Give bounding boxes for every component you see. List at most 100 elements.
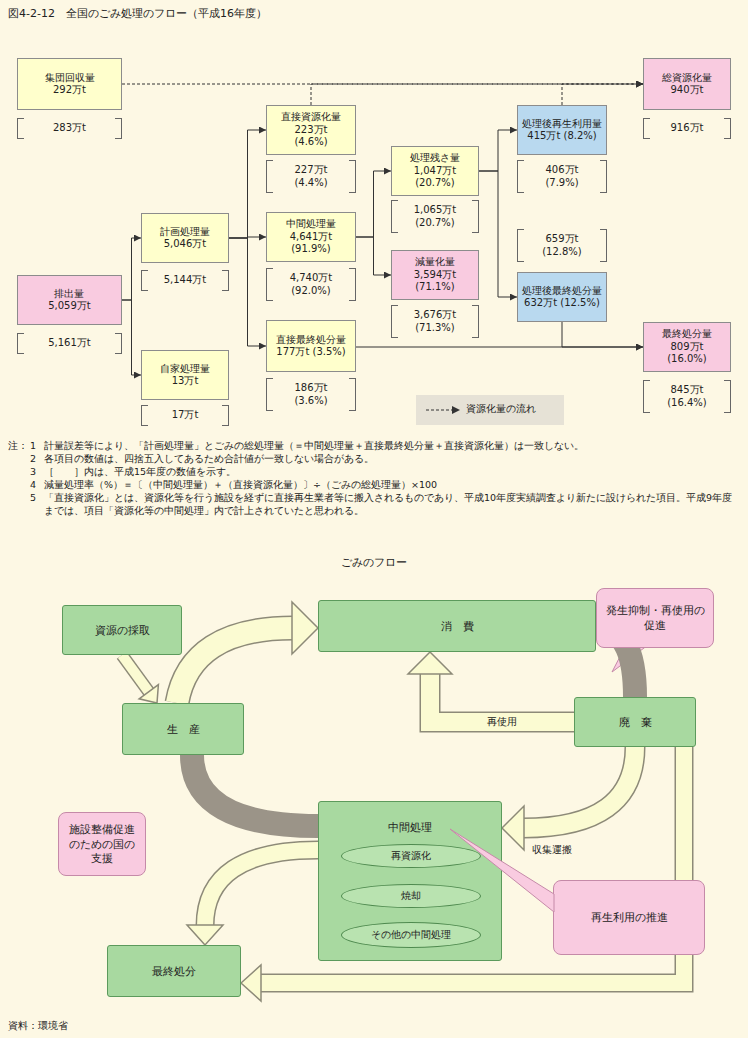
process-oval: 焼却	[341, 884, 481, 908]
process-box: 消 費	[318, 600, 596, 652]
previous-year-value: 5,144万t	[164, 274, 207, 287]
connector	[479, 171, 517, 297]
quantity-box: 自家処理量 13万t	[141, 350, 229, 400]
node-text: 再資源化	[391, 849, 431, 863]
connector	[229, 130, 266, 238]
node-text: 廃 棄	[619, 715, 652, 730]
callout-box: 施設整備促進のための国の支援	[58, 812, 146, 876]
flow-node: 中間処理量 4,641万t (91.9%)4,740万t (92.0%)	[266, 212, 356, 262]
note-text: 減量処理率（%）＝〔（中間処理量）＋（直接資源化量）〕÷（ごみの総処理量）×10…	[44, 479, 740, 492]
connector	[356, 237, 391, 275]
process-oval: その他の中間処理	[341, 922, 481, 948]
note-text: 計量誤差等により、「計画処理量」とごみの総処理量（＝中間処理量＋直接最終処分量＋…	[44, 440, 740, 453]
previous-year-value: 5,161万t	[48, 337, 91, 350]
previous-year-value: 186万t (3.6%)	[294, 382, 327, 407]
flow-arrow	[122, 655, 158, 703]
flow-arrow	[241, 747, 684, 1001]
node-text: その他の中間処理	[371, 928, 451, 942]
process-box: 最終処分	[107, 945, 241, 997]
previous-year-bracket: 1,065万t (20.7%)	[391, 200, 479, 233]
quantity-box: 集団回収量 292万t	[17, 58, 122, 110]
quantity-box: 処理残さ量 1,047万t (20.7%)	[391, 146, 479, 196]
connector	[122, 300, 141, 375]
node-text: 生 産	[167, 722, 200, 737]
flow-node: 減量化量 3,594万t (71.1%)3,676万t (71.3%)	[391, 250, 479, 300]
quantity-box: 処理後最終処分量 632万t (12.5%)	[517, 272, 607, 322]
previous-year-bracket: 283万t	[17, 118, 122, 139]
previous-year-value: 4,740万t (92.0%)	[290, 272, 333, 297]
previous-year-value: 845万t (16.4%)	[667, 384, 707, 409]
quantity-text: 処理後最終処分量 632万t (12.5%)	[522, 285, 602, 310]
previous-year-bracket: 5,144万t	[141, 270, 229, 291]
flow-arrow	[408, 652, 574, 722]
previous-year-value: 3,676万t (71.3%)	[414, 309, 457, 334]
process-box: 資源の採取	[62, 605, 182, 655]
previous-year-bracket: 659万t (12.8%)	[517, 229, 607, 262]
node-text: 再生利用の推進	[591, 910, 668, 925]
quantity-box: 直接資源化量 223万t (4.6%)	[266, 105, 356, 155]
previous-year-value: 659万t (12.8%)	[542, 233, 582, 258]
legend-text: 資源化量の流れ	[466, 403, 536, 416]
quantity-text: 直接最終処分量 177万t (3.5%)	[276, 334, 346, 359]
quantity-text: 計画処理量 5,046万t	[160, 226, 210, 251]
flow-node: 計画処理量 5,046万t5,144万t	[141, 213, 229, 263]
source-note: 資料：環境省	[8, 1020, 208, 1033]
quantity-box: 減量化量 3,594万t (71.1%)	[391, 250, 479, 300]
flow-node: 直接最終処分量 177万t (3.5%)186万t (3.6%)	[266, 320, 356, 372]
flow-arrow	[502, 747, 635, 850]
quantity-box: 中間処理量 4,641万t (91.9%)	[266, 212, 356, 262]
flow-arrow	[192, 755, 318, 826]
quantity-text: 中間処理量 4,641万t (91.9%)	[286, 218, 336, 256]
node-text: 資源の採取	[95, 623, 150, 638]
note-text: 5	[30, 492, 36, 505]
previous-year-value: 1,065万t (20.7%)	[414, 204, 457, 229]
previous-year-value: 406万t (7.9%)	[545, 164, 578, 189]
quantity-box: 最終処分量 809万t (16.0%)	[643, 322, 731, 372]
note-text: 各項目の数値は、四捨五入してあるため合計値が一致しない場合がある。	[44, 453, 740, 466]
legend-box: 資源化量の流れ	[416, 395, 564, 425]
quantity-text: 排出量 5,059万t	[48, 288, 91, 313]
callout-box: 発生抑制・再使用の促進	[596, 588, 714, 648]
previous-year-bracket: 227万t (4.4%)	[266, 160, 356, 193]
connector	[479, 130, 517, 171]
connector	[122, 238, 141, 300]
quantity-text: 集団回収量 292万t	[45, 72, 95, 97]
flow-arrow	[177, 602, 318, 703]
previous-year-value: 227万t (4.4%)	[294, 164, 327, 189]
process-box: 生 産	[122, 703, 244, 755]
note-text: ［ ］内は、平成15年度の数値を示す。	[44, 466, 740, 479]
quantity-text: 処理後再生利用量 415万t (8.2%)	[522, 118, 602, 143]
node-text: 最終処分	[152, 964, 196, 979]
previous-year-bracket: 4,740万t (92.0%)	[266, 268, 356, 301]
callout-box: 再生利用の推進	[553, 880, 705, 955]
flow-node: 総資源化量 940万t916万t	[643, 58, 731, 110]
node-text: 中間処理	[388, 820, 432, 835]
previous-year-bracket: 916万t	[643, 118, 731, 139]
quantity-box: 総資源化量 940万t	[643, 58, 731, 110]
quantity-text: 直接資源化量 223万t (4.6%)	[281, 111, 341, 149]
quantity-text: 最終処分量 809万t (16.0%)	[662, 328, 712, 366]
flow-node: 処理残さ量 1,047万t (20.7%)1,065万t (20.7%)	[391, 146, 479, 196]
node-text: 施設整備促進のための国の支援	[65, 822, 139, 866]
previous-year-bracket: 5,161万t	[17, 333, 122, 354]
node-text: 焼却	[401, 889, 421, 903]
previous-year-bracket: 406万t (7.9%)	[517, 160, 607, 193]
flow-arrow	[187, 850, 318, 945]
note-text: 1	[30, 440, 36, 453]
connector	[311, 84, 643, 105]
flow-node: 排出量 5,059万t5,161万t	[17, 275, 122, 325]
note-text: 3	[30, 466, 36, 479]
connector	[562, 84, 643, 105]
previous-year-bracket: 845万t (16.4%)	[643, 380, 731, 413]
note-text: 2	[30, 453, 36, 466]
previous-year-bracket: 186万t (3.6%)	[266, 378, 356, 411]
process-oval: 再資源化	[341, 844, 481, 868]
flow-node: 処理後最終処分量 632万t (12.5%)659万t (12.8%)	[517, 272, 607, 322]
node-text: 消 費	[441, 619, 474, 634]
connector	[356, 171, 391, 237]
previous-year-bracket: 3,676万t (71.3%)	[391, 305, 479, 338]
quantity-text: 処理残さ量 1,047万t (20.7%)	[410, 152, 460, 190]
flow-node: 処理後再生利用量 415万t (8.2%)406万t (7.9%)	[517, 105, 607, 155]
previous-year-value: 283万t	[53, 122, 86, 135]
quantity-box: 排出量 5,059万t	[17, 275, 122, 325]
